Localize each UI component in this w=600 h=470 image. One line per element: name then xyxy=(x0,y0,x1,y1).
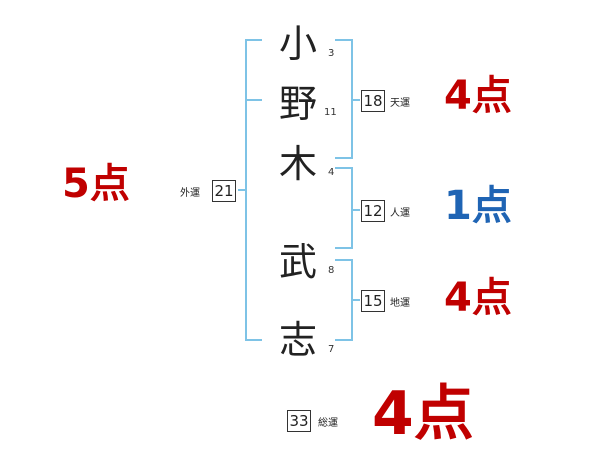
souun-score-number: 4 xyxy=(372,379,414,449)
name-char: 木 xyxy=(278,142,317,186)
tenun-value-box: 18 xyxy=(361,90,385,112)
stroke-count: 3 xyxy=(328,48,335,59)
jinun-score: 1点 xyxy=(444,184,512,228)
gaiun-label: 外運 xyxy=(180,188,200,199)
gaiun-score-unit: 点 xyxy=(89,161,130,207)
tenun-score-unit: 点 xyxy=(471,73,512,119)
souun-score-unit: 点 xyxy=(413,379,474,449)
name-char: 小 xyxy=(278,22,317,66)
chiun-score: 4点 xyxy=(444,276,512,320)
tenun-score-number: 4 xyxy=(444,73,472,119)
chiun-score-number: 4 xyxy=(444,275,472,321)
souun-label: 総運 xyxy=(318,418,338,429)
stroke-count: 7 xyxy=(328,344,335,355)
chiun-label: 地運 xyxy=(390,298,410,309)
jinun-bracket xyxy=(335,167,360,249)
jinun-score-unit: 点 xyxy=(471,183,512,229)
souun-score: 4点 xyxy=(372,382,474,446)
jinun-score-number: 1 xyxy=(444,183,472,229)
name-char: 志 xyxy=(278,318,317,362)
stroke-count: 8 xyxy=(328,265,335,276)
gaiun-value-box: 21 xyxy=(212,180,236,202)
chiun-value-box: 15 xyxy=(361,290,385,312)
gaiun-score-number: 5 xyxy=(62,161,90,207)
chiun-score-unit: 点 xyxy=(471,275,512,321)
stroke-count: 4 xyxy=(328,167,335,178)
stroke-count: 11 xyxy=(324,107,337,118)
gaiun-score: 5点 xyxy=(62,162,130,206)
jinun-value-box: 12 xyxy=(361,200,385,222)
tenun-bracket xyxy=(335,39,360,159)
gaiun-bracket xyxy=(238,39,262,341)
tenun-score: 4点 xyxy=(444,74,512,118)
name-char: 武 xyxy=(278,240,317,284)
jinun-label: 人運 xyxy=(390,208,410,219)
souun-value-box: 33 xyxy=(287,410,311,432)
chiun-bracket xyxy=(335,259,360,341)
tenun-label: 天運 xyxy=(390,98,410,109)
name-char: 野 xyxy=(278,82,317,126)
